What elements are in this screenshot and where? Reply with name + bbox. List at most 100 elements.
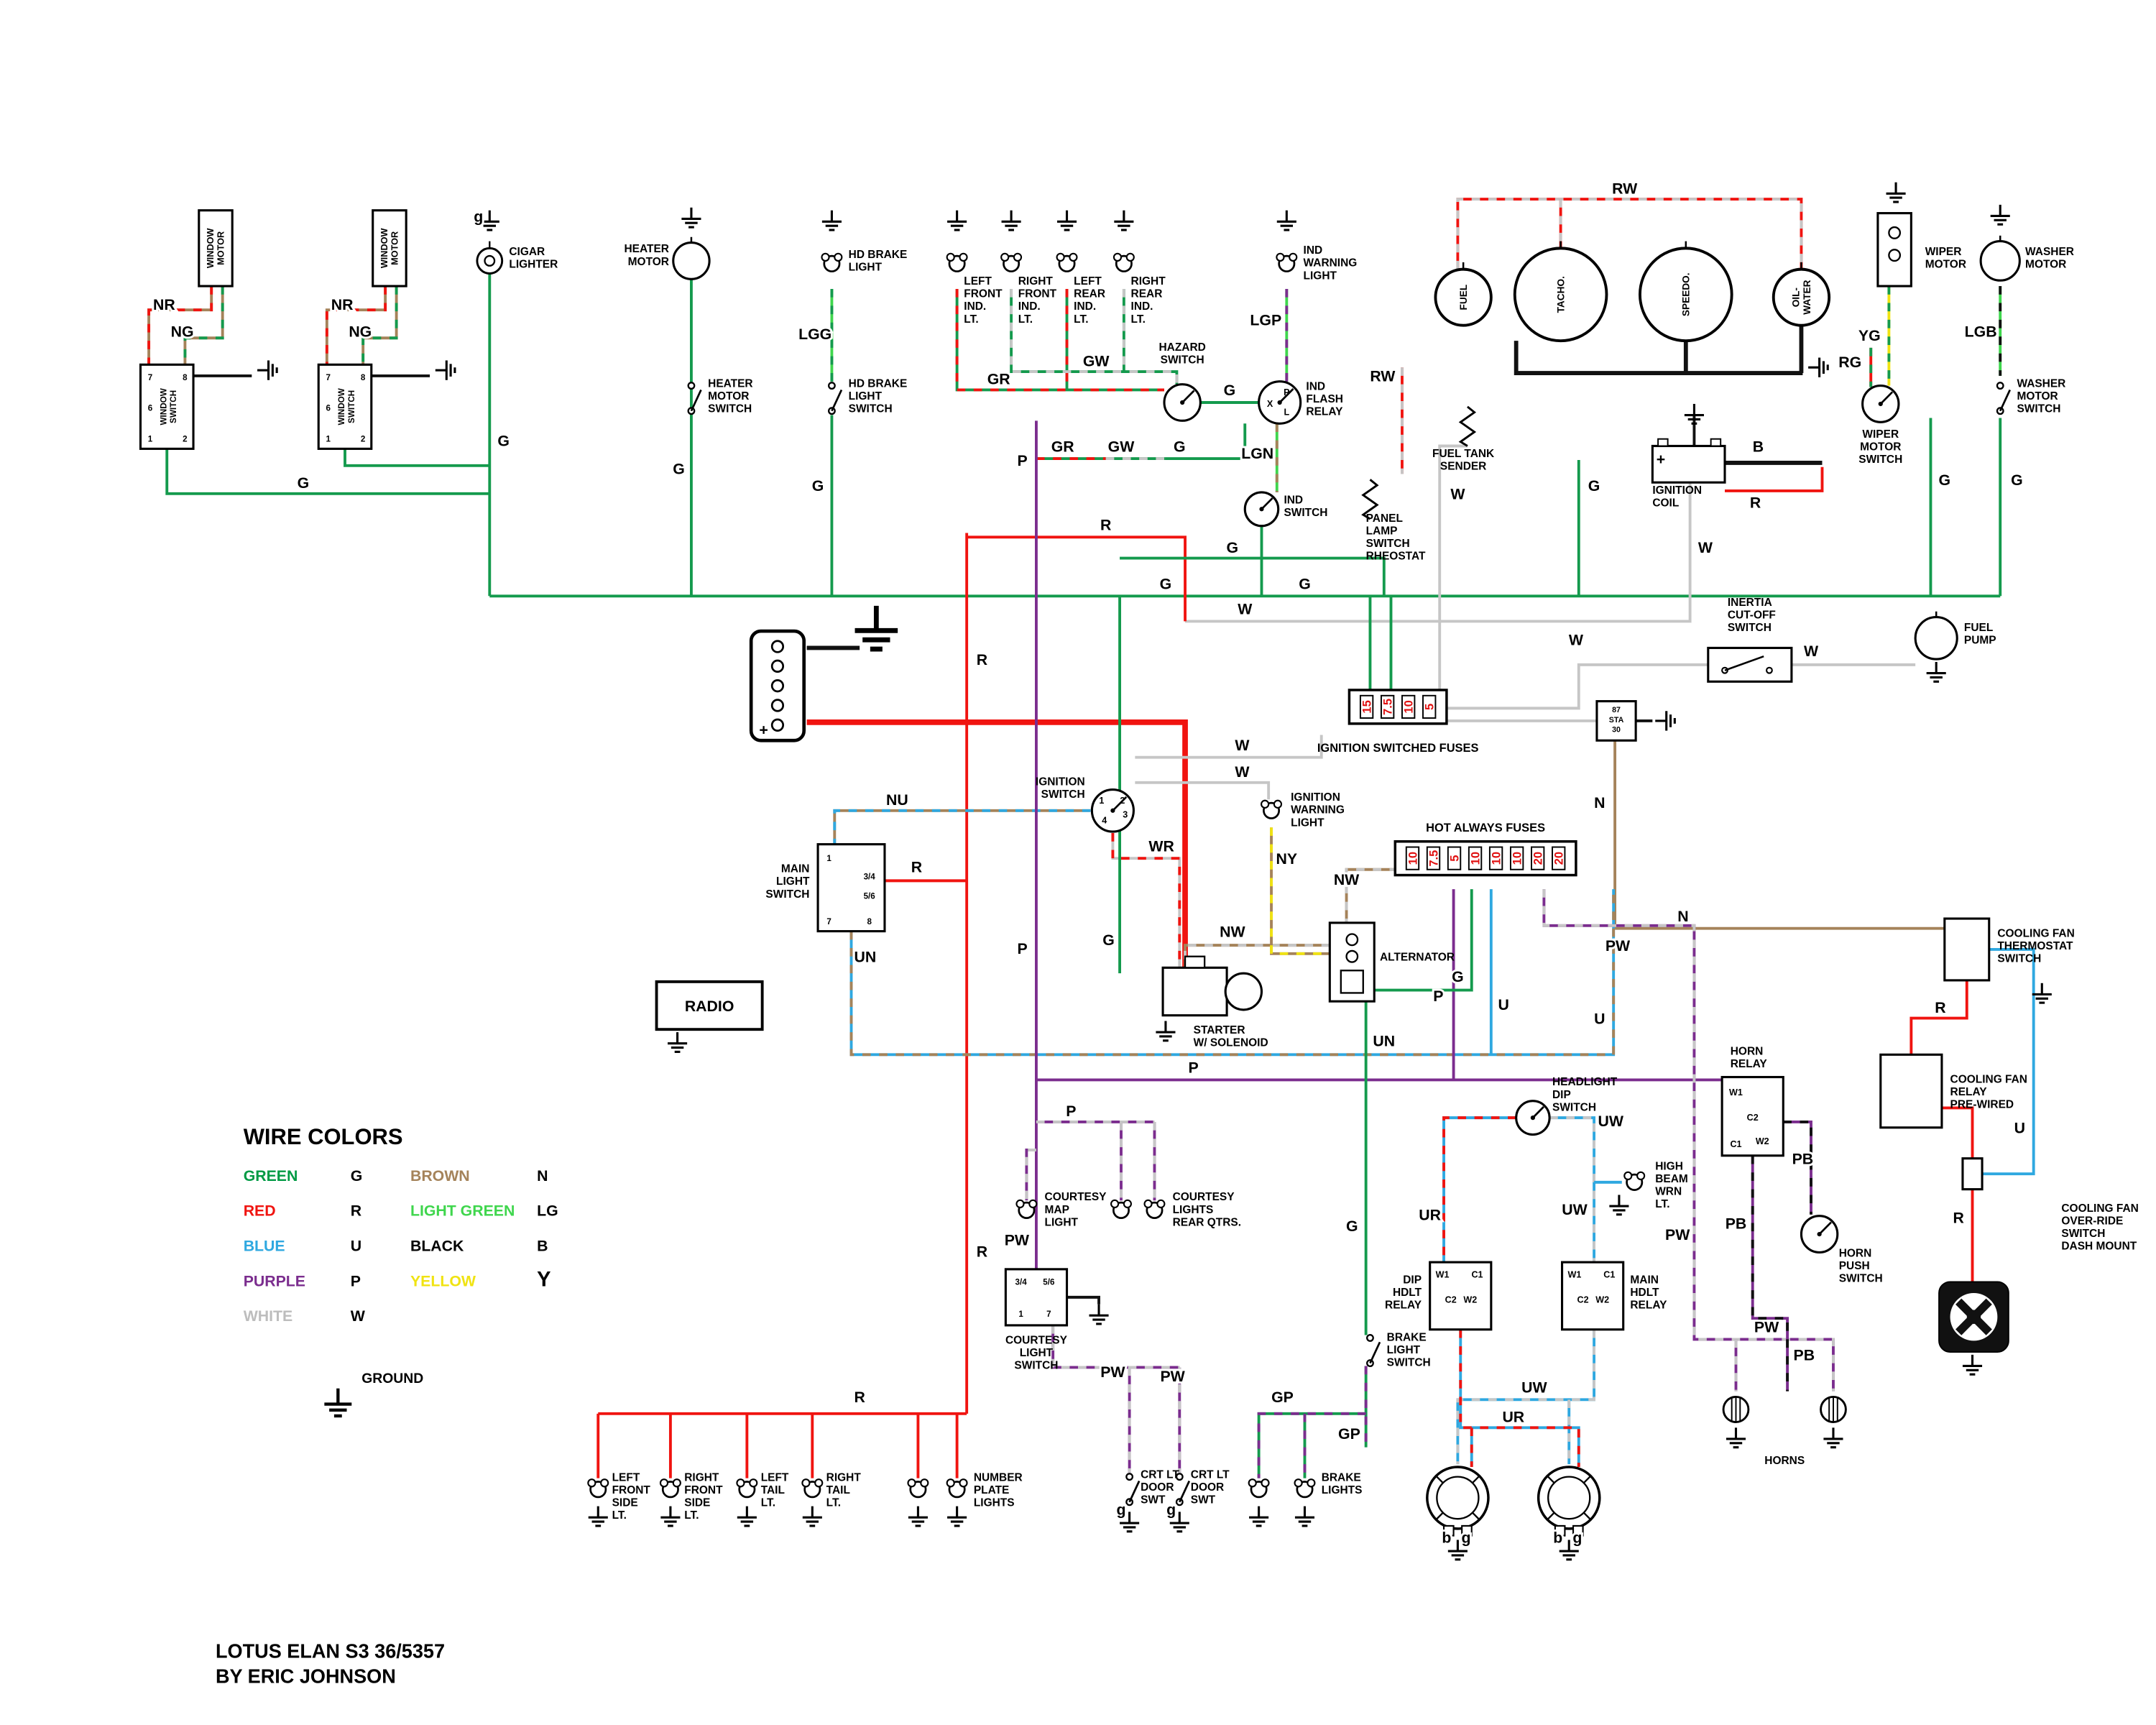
text: G [1158, 574, 1174, 595]
svg-text:SWT: SWT [1141, 1494, 1166, 1506]
svg-text:HD BRAKE: HD BRAKE [849, 377, 908, 390]
svg-text:STARTER: STARTER [1194, 1024, 1245, 1036]
svg-text:10: 10 [1403, 700, 1416, 713]
svg-text:FRONT: FRONT [1018, 288, 1057, 300]
svg-text:SWITCH: SWITCH [1041, 788, 1085, 801]
svg-text:W2: W2 [1463, 1295, 1477, 1305]
svg-text:PUMP: PUMP [1964, 635, 1996, 647]
ground-icon [1156, 1021, 1176, 1042]
svg-text:2: 2 [361, 435, 366, 444]
svg-text:N: N [1677, 908, 1688, 925]
text: G [2009, 469, 2024, 491]
svg-text:R: R [1953, 1209, 1963, 1226]
svg-text:WINDOW MOTOR: WINDOW MOTOR [0, 0, 93, 3]
text: UR [1416, 1205, 1443, 1226]
svg-text:IND.: IND. [1074, 300, 1096, 313]
svg-text:W1: W1 [1729, 1087, 1743, 1098]
text: + [1654, 448, 1667, 470]
svg-text:1: 1 [148, 435, 153, 444]
svg-text:g: g [1572, 1529, 1582, 1546]
svg-text:RIGHT: RIGHT [684, 1471, 719, 1484]
svg-text:P: P [1189, 1059, 1199, 1077]
svg-text:PRE-WIRED: PRE-WIRED [1950, 1098, 2014, 1110]
svg-text:OIL-: OIL- [0, 0, 22, 3]
svg-text:WIPER: WIPER [1925, 246, 1962, 258]
text: GW [1081, 350, 1112, 372]
ground-icon [660, 1506, 681, 1527]
text: NW [1332, 869, 1362, 891]
svg-text:LIGHT: LIGHT [1387, 1344, 1421, 1356]
ground-icon [681, 207, 701, 229]
legend-color-name: BLACK [410, 1237, 464, 1254]
svg-text:UR: UR [1502, 1408, 1524, 1425]
legend-color-name: YELLOW [410, 1272, 476, 1289]
svg-text:W: W [1238, 601, 1253, 618]
text: R [1098, 515, 1113, 536]
svg-text:GW: GW [1108, 438, 1135, 455]
text: NY [1274, 848, 1299, 870]
svg-text:GR: GR [987, 371, 1010, 388]
svg-text:+: + [1657, 451, 1665, 468]
grounds-layer [257, 182, 2052, 1561]
ground-icon [668, 1032, 688, 1053]
legend-color-code: R [351, 1202, 361, 1220]
horn-2: HORNS [1764, 1395, 1847, 1467]
ground-icon [908, 1506, 928, 1527]
text: N [1675, 906, 1690, 927]
text: RG [1836, 351, 1864, 373]
svg-text:COURTESY: COURTESY [1005, 1334, 1068, 1346]
text: NR [151, 294, 178, 316]
text: GW [1106, 436, 1137, 457]
legend-color-name: RED [244, 1202, 276, 1220]
svg-text:8: 8 [183, 373, 188, 382]
svg-text:L: L [1284, 408, 1289, 418]
text: GP [1269, 1386, 1296, 1408]
svg-text:HIGH: HIGH [1655, 1160, 1683, 1172]
svg-text:HDLT: HDLT [1630, 1287, 1659, 1299]
svg-text:BEAM: BEAM [1655, 1173, 1688, 1185]
text: G [1344, 1215, 1360, 1237]
svg-text:GR: GR [1051, 438, 1074, 455]
alternator: ALTERNATOR [1328, 921, 1455, 1003]
legend-color-name: WHITE [244, 1307, 293, 1325]
svg-text:BRAKE: BRAKE [1322, 1471, 1361, 1484]
svg-text:LIGHT: LIGHT [849, 262, 883, 274]
ground-icon [1684, 403, 1704, 425]
svg-text:HD BRAKE: HD BRAKE [849, 249, 908, 261]
text: IGNITION SWITCHED FUSES [1317, 742, 1479, 755]
ground-icon [1056, 210, 1077, 231]
svg-text:THERMOSTAT: THERMOSTAT [1997, 940, 2073, 952]
svg-text:87: 87 [1612, 706, 1621, 714]
svg-text:WASHER: WASHER [2025, 246, 2074, 258]
svg-text:LT.: LT. [964, 313, 978, 326]
svg-text:SWITCH: SWITCH [765, 888, 809, 901]
svg-text:G: G [2011, 472, 2023, 489]
svg-text:LIGHTS: LIGHTS [1173, 1204, 1214, 1216]
svg-text:MOTOR: MOTOR [2017, 390, 2058, 402]
svg-text:PB: PB [1726, 1215, 1747, 1232]
svg-text:WATER: WATER [0, 0, 40, 3]
svg-text:10: 10 [1406, 852, 1419, 865]
svg-text:HEADLIGHT: HEADLIGHT [1552, 1076, 1618, 1088]
svg-text:30: 30 [1612, 726, 1621, 735]
text: G [1586, 475, 1602, 497]
svg-text:LIGHT: LIGHT [776, 875, 810, 888]
svg-text:UN: UN [854, 948, 877, 965]
svg-text:R: R [977, 1243, 987, 1260]
